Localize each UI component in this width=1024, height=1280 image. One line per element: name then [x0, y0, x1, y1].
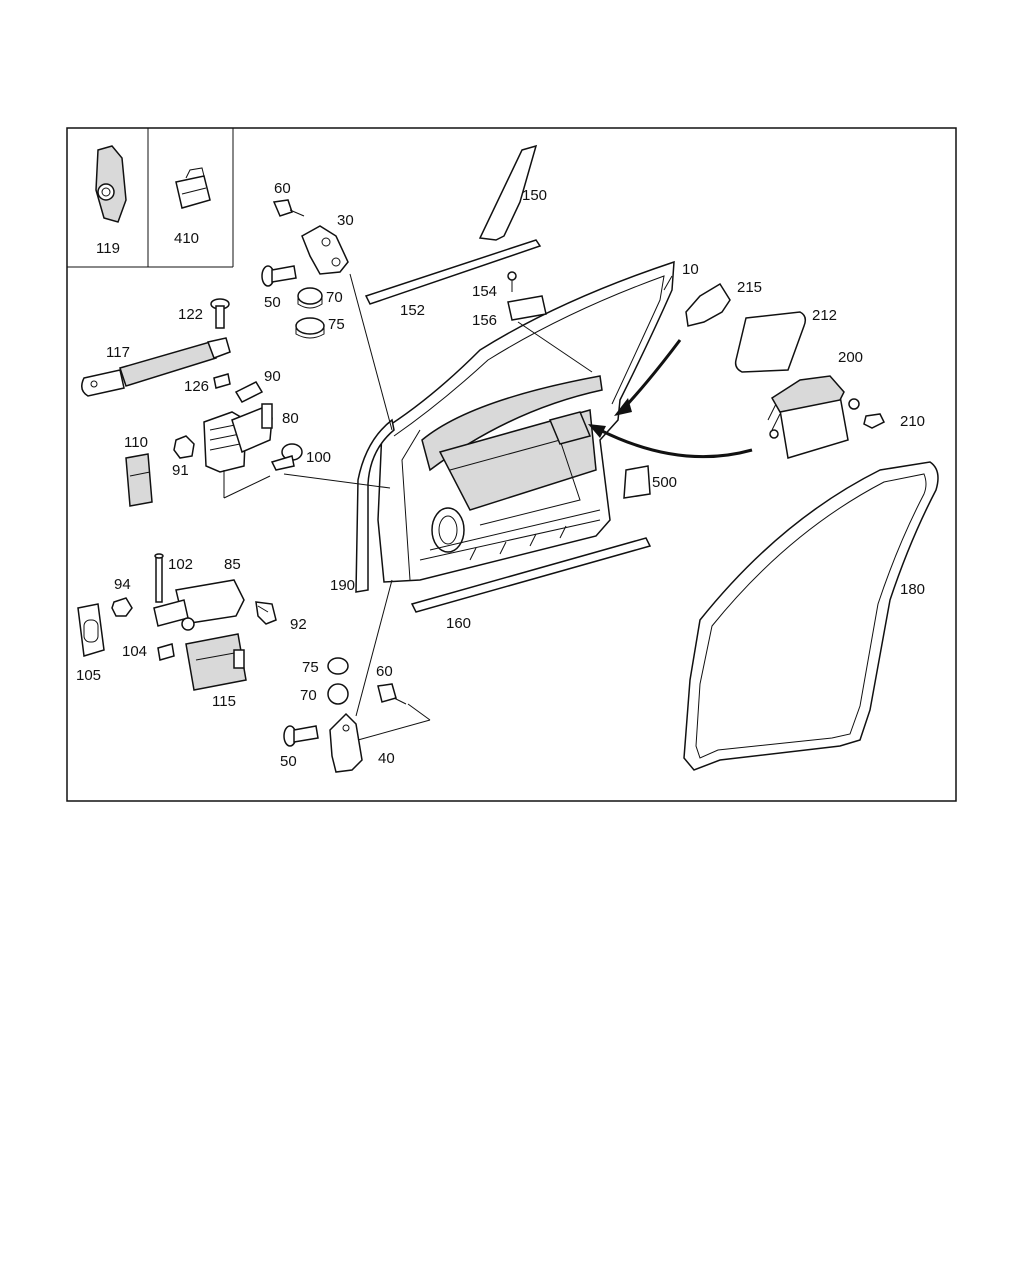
label-154: 154 [472, 283, 497, 300]
part-75-nut-bottom [327, 657, 349, 675]
part-labels: 119 410 60 30 150 10 215 212 200 210 50 … [76, 180, 925, 770]
part-212-pad [734, 311, 807, 373]
part-154-clip [507, 271, 517, 292]
label-60b: 60 [376, 663, 393, 680]
label-70b: 70 [300, 687, 317, 704]
label-105: 105 [76, 667, 101, 684]
label-212: 212 [812, 307, 837, 324]
label-90: 90 [264, 368, 281, 385]
inset-boxes [67, 128, 234, 268]
label-119: 119 [96, 240, 120, 257]
label-160: 160 [446, 615, 471, 632]
leader-lines [223, 273, 673, 741]
label-190: 190 [330, 577, 355, 594]
label-30: 30 [337, 212, 354, 229]
part-102-pin [154, 553, 164, 603]
diagram-frame [66, 127, 957, 802]
label-75a: 75 [328, 316, 345, 333]
part-110-block [125, 453, 153, 507]
label-410: 410 [174, 230, 199, 247]
label-75b: 75 [302, 659, 319, 676]
part-410-clip [175, 167, 211, 209]
part-117-check-strap [81, 337, 231, 397]
part-200-control-unit [767, 375, 860, 459]
part-50-bolt-top [261, 265, 297, 287]
label-115: 115 [212, 693, 236, 710]
part-119-clip [95, 145, 127, 223]
label-126: 126 [184, 378, 209, 395]
part-210-screw [863, 413, 886, 429]
part-160-sill-strip [410, 537, 652, 613]
label-10: 10 [682, 261, 699, 278]
part-80-door-check [203, 403, 273, 473]
part-126-clip [213, 373, 231, 389]
part-70-nut-bottom [327, 683, 349, 705]
label-94: 94 [114, 576, 131, 593]
part-115-block [185, 633, 247, 691]
part-60-bolt-bottom [377, 683, 407, 705]
part-85-hinge [153, 579, 245, 631]
part-152-waist-strip [364, 239, 542, 305]
label-102: 102 [168, 556, 193, 573]
assembly-arrows [588, 339, 753, 459]
part-30-hinge [301, 225, 349, 275]
label-156: 156 [472, 312, 497, 329]
part-94-bolt [111, 597, 133, 617]
part-100-bolt [270, 443, 303, 471]
part-190-seal [355, 418, 395, 593]
part-105-clip [77, 603, 105, 657]
part-91-nut [173, 435, 195, 459]
label-117: 117 [106, 344, 130, 361]
label-152: 152 [400, 302, 425, 319]
part-40-hinge [329, 712, 363, 773]
part-90-bolt [234, 381, 264, 403]
label-50b: 50 [280, 753, 297, 770]
part-180-door-seal [683, 461, 939, 771]
part-75-nut-top [295, 317, 325, 339]
part-150-window-trim [478, 144, 538, 241]
label-122: 122 [178, 306, 203, 323]
label-110: 110 [124, 434, 148, 451]
label-500: 500 [652, 474, 677, 491]
part-156-clip [507, 295, 547, 321]
label-40: 40 [378, 750, 395, 767]
label-91: 91 [172, 462, 189, 479]
label-50a: 50 [264, 294, 281, 311]
part-92-bolt [255, 601, 277, 625]
part-104-clip [157, 643, 175, 661]
label-180: 180 [900, 581, 925, 598]
part-60-bolt-top [272, 199, 305, 217]
part-500-pad [623, 465, 651, 499]
part-10-door [377, 260, 675, 583]
label-60a: 60 [274, 180, 291, 197]
part-215-pad [685, 282, 731, 327]
label-215: 215 [737, 279, 762, 296]
label-100: 100 [306, 449, 331, 466]
label-80: 80 [282, 410, 299, 427]
label-150: 150 [522, 187, 547, 204]
label-92: 92 [290, 616, 307, 633]
label-70a: 70 [326, 289, 343, 306]
label-85: 85 [224, 556, 241, 573]
part-122-pin [210, 298, 230, 329]
label-210: 210 [900, 413, 925, 430]
label-200: 200 [838, 349, 863, 366]
part-50-bolt-bottom [283, 725, 319, 747]
label-104: 104 [122, 643, 147, 660]
part-70-nut-top [297, 287, 323, 309]
